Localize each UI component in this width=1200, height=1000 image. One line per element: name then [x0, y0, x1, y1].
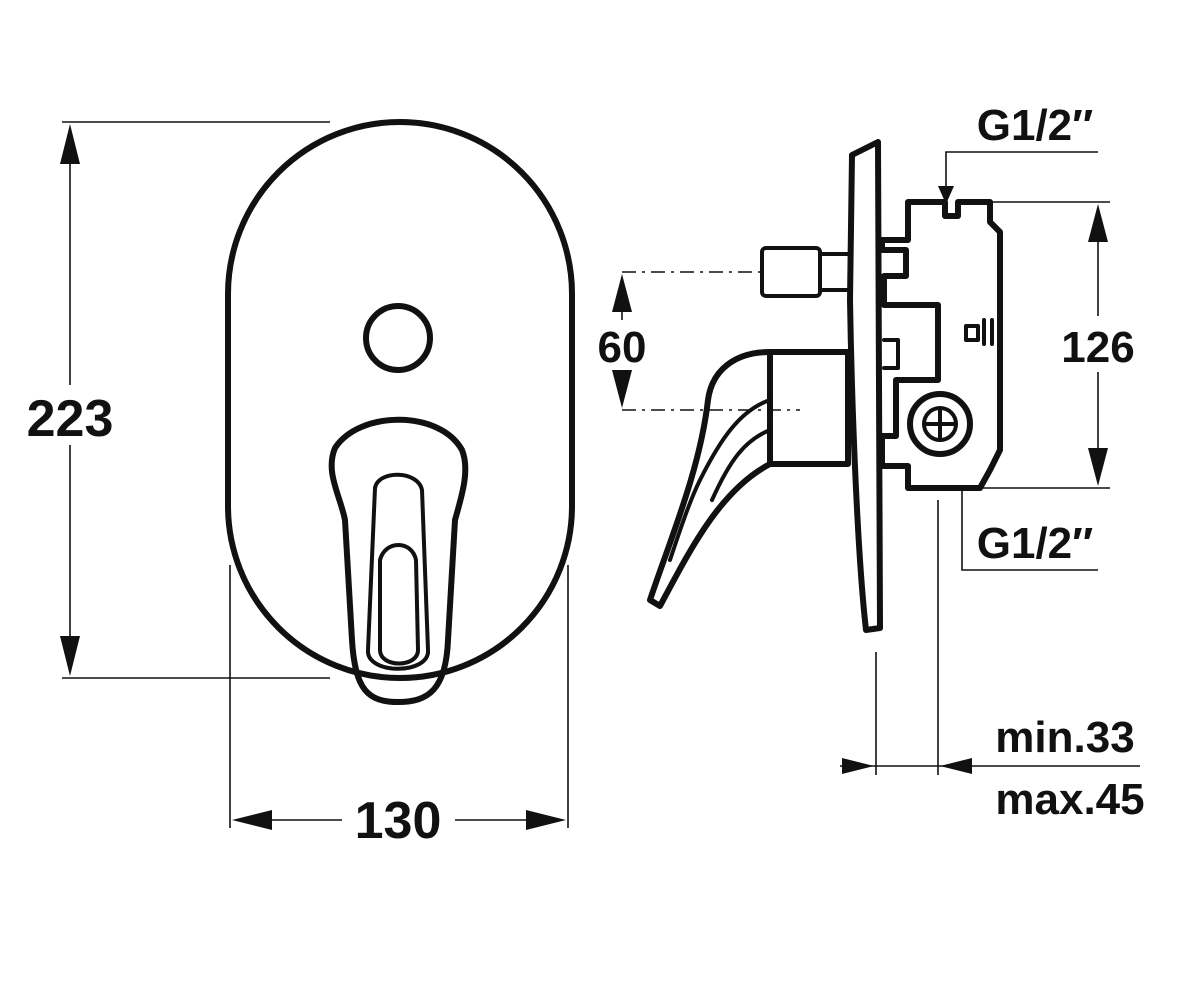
diverter-collar — [818, 252, 852, 292]
wall-plate — [847, 139, 883, 633]
arrow-down — [612, 370, 632, 408]
dimension-depth: min.33 max.45 — [840, 500, 1145, 824]
lever-blade-detail — [668, 398, 772, 562]
flow-mark — [964, 318, 994, 346]
thread-top-callout: G1/2″ — [938, 101, 1098, 204]
side-view — [647, 139, 1003, 633]
thread-bottom-callout: G1/2″ — [961, 488, 1098, 571]
arrow-down — [938, 186, 954, 204]
depth-max-label: max.45 — [995, 775, 1144, 824]
lever-inner-loop — [366, 472, 430, 671]
body-inner-step — [882, 338, 900, 370]
lever-offset-label: 60 — [598, 323, 647, 372]
arrow-up — [1088, 204, 1108, 242]
arrow-down — [60, 636, 80, 676]
arrow-down — [1088, 448, 1108, 486]
lever-blade-side — [647, 349, 773, 609]
diverter-knob — [363, 303, 433, 373]
lever-body-side — [767, 349, 851, 467]
width-label: 130 — [355, 792, 442, 850]
arrow-right — [842, 758, 874, 774]
arrow-up — [612, 274, 632, 312]
thread-top-label: G1/2″ — [977, 101, 1093, 150]
lever-handle — [328, 416, 469, 705]
cover-plate — [225, 119, 575, 681]
arrow-up — [60, 124, 80, 164]
dimension-lever-offset: 60 — [598, 271, 800, 411]
inlet-spacing-label: 126 — [1061, 323, 1134, 372]
inlet-fitting — [907, 391, 973, 457]
dimension-height: 223 — [27, 121, 330, 679]
concealed-body — [879, 199, 1003, 491]
arrow-right — [526, 810, 566, 830]
thread-bottom-label: G1/2″ — [977, 519, 1093, 568]
arrow-left — [232, 810, 272, 830]
lever-blade-detail-2 — [710, 428, 772, 502]
dimension-width: 130 — [229, 565, 569, 850]
front-view — [225, 119, 575, 705]
height-label: 223 — [27, 390, 114, 448]
lever-inner-slot — [378, 543, 420, 666]
dimension-inlet-spacing: 126 — [980, 201, 1135, 489]
diverter-stem — [760, 246, 822, 298]
depth-min-label: min.33 — [995, 713, 1134, 762]
arrow-left — [940, 758, 972, 774]
